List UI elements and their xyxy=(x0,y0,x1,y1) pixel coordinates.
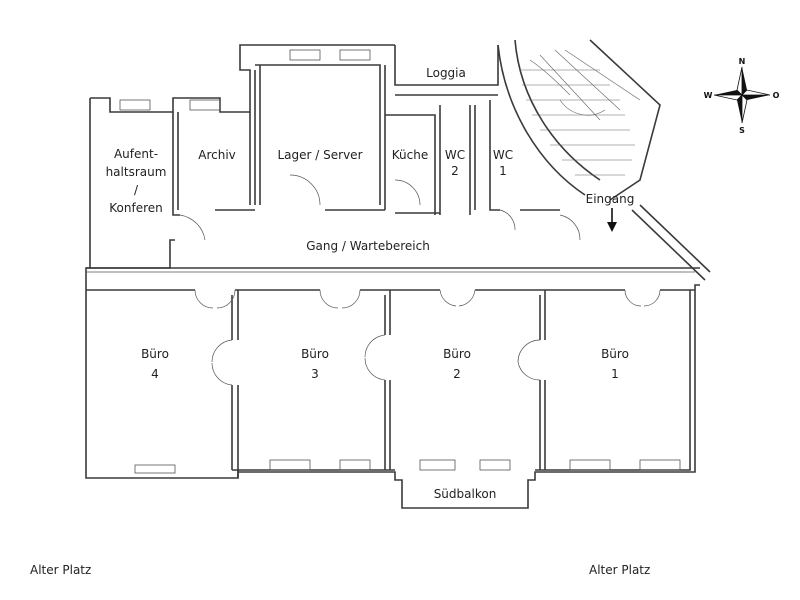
room-label-buero1: Büro xyxy=(601,347,629,361)
room-label-aufenthalt-2: haltsraum xyxy=(106,165,167,179)
room-label-buero3: Büro xyxy=(301,347,329,361)
compass-w: W xyxy=(704,91,713,100)
room-label-kueche: Küche xyxy=(392,148,428,162)
compass-o: O xyxy=(773,91,780,100)
room-label-wc1: WC xyxy=(493,148,513,162)
room-label-wc2-num: 2 xyxy=(451,164,459,178)
room-label-aufenthalt-4: Konferen xyxy=(109,201,162,215)
room-label-buero2-num: 2 xyxy=(453,367,461,381)
street-label-right: Alter Platz xyxy=(589,563,650,577)
staircase xyxy=(497,39,661,201)
room-label-loggia: Loggia xyxy=(426,66,466,80)
room-label-wc2: WC xyxy=(445,148,465,162)
room-label-buero3-num: 3 xyxy=(311,367,319,381)
windows xyxy=(119,49,681,474)
doors xyxy=(179,174,661,386)
compass-n: N xyxy=(739,57,746,66)
room-label-archiv: Archiv xyxy=(198,148,236,162)
room-label-aufenthalt-3: / xyxy=(134,183,139,197)
interior-walls xyxy=(86,64,700,472)
compass-rose-icon: N S W O xyxy=(704,57,780,135)
room-label-buero4-num: 4 xyxy=(151,367,159,381)
entrance-arrow xyxy=(607,208,617,232)
compass-s: S xyxy=(739,126,745,135)
room-label-aufenthalt-1: Aufent- xyxy=(114,147,158,161)
room-label-suedbalkon: Südbalkon xyxy=(434,487,497,501)
room-label-buero1-num: 1 xyxy=(611,367,619,381)
room-label-eingang: Eingang xyxy=(586,192,635,206)
room-labels: Aufent- haltsraum / Konferen Archiv Lage… xyxy=(106,66,635,501)
street-label-left: Alter Platz xyxy=(30,563,91,577)
room-label-wc1-num: 1 xyxy=(499,164,507,178)
room-label-buero2: Büro xyxy=(443,347,471,361)
room-label-gang: Gang / Wartebereich xyxy=(306,239,430,253)
room-label-lager: Lager / Server xyxy=(278,148,363,162)
room-label-buero4: Büro xyxy=(141,347,169,361)
